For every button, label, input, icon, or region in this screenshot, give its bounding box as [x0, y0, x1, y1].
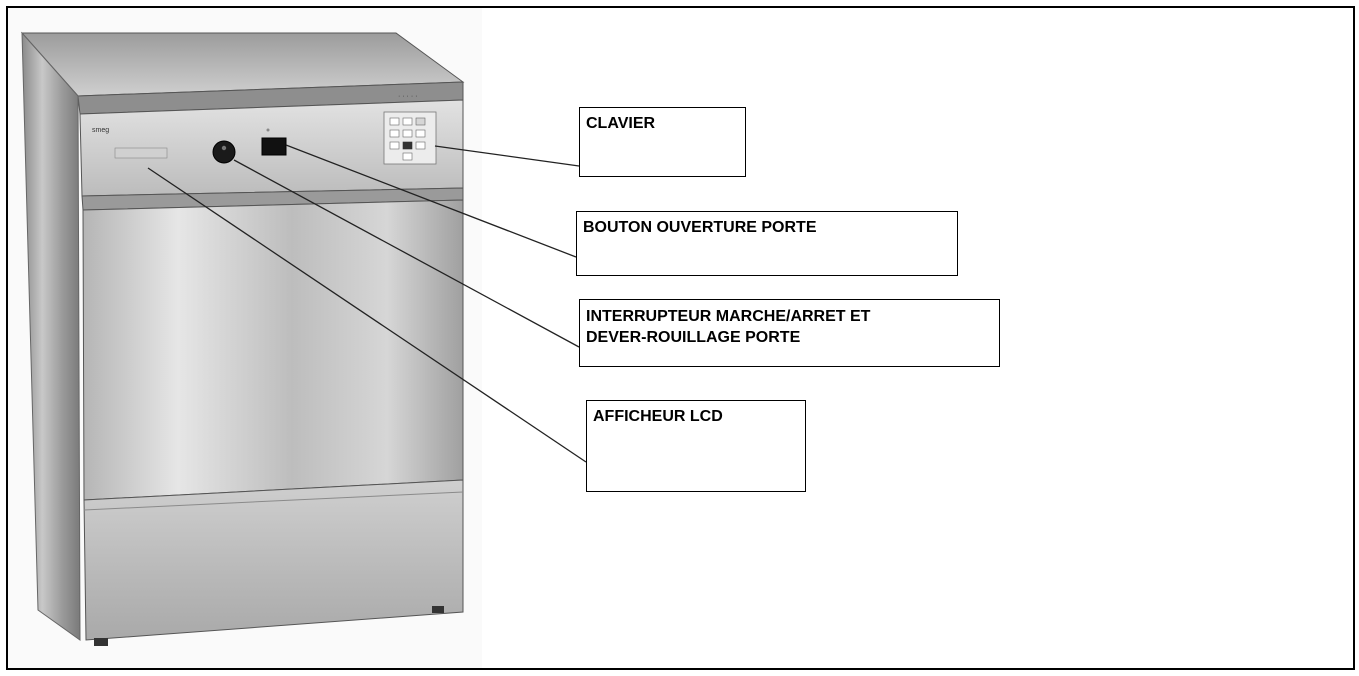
- machine-door: [82, 199, 464, 501]
- label-clavier-text: CLAVIER: [586, 115, 656, 132]
- indicator-dot: [266, 128, 270, 132]
- label-interrupteur-line1: INTERRUPTEUR MARCHE/ARRET ET: [586, 308, 871, 325]
- label-bouton-text: BOUTON OUVERTURE PORTE: [583, 219, 817, 236]
- diagram-frame: [6, 6, 1355, 670]
- label-bouton-ouverture-porte: BOUTON OUVERTURE PORTE: [576, 211, 958, 276]
- machine-foot-right: [432, 606, 444, 613]
- label-interrupteur: INTERRUPTEUR MARCHE/ARRET ET DEVER-ROUIL…: [579, 299, 1000, 367]
- label-afficheur-lcd: AFFICHEUR LCD: [586, 400, 806, 492]
- machine-foot-left: [94, 638, 108, 646]
- model-plate: · · · · ·: [398, 93, 417, 100]
- label-interrupteur-line2: DEVER-ROUILLAGE PORTE: [586, 329, 801, 346]
- machine-plinth: [83, 479, 464, 641]
- label-lcd-text: AFFICHEUR LCD: [593, 408, 723, 425]
- knob-marker: [221, 145, 227, 151]
- leader-line-interrupteur: [233, 159, 580, 348]
- label-clavier: CLAVIER: [579, 107, 746, 177]
- door-release-button-icon: [261, 137, 287, 156]
- leader-line-bouton: [285, 144, 577, 258]
- machine-side: [21, 31, 81, 641]
- keypad-icon: [383, 111, 437, 165]
- leader-line-lcd: [147, 167, 587, 463]
- rotary-knob-icon: [212, 140, 236, 164]
- brand-logo: smeg: [92, 127, 109, 134]
- leader-line-clavier: [434, 145, 580, 167]
- plinth-edge: [83, 491, 464, 511]
- lcd-display: [114, 147, 168, 159]
